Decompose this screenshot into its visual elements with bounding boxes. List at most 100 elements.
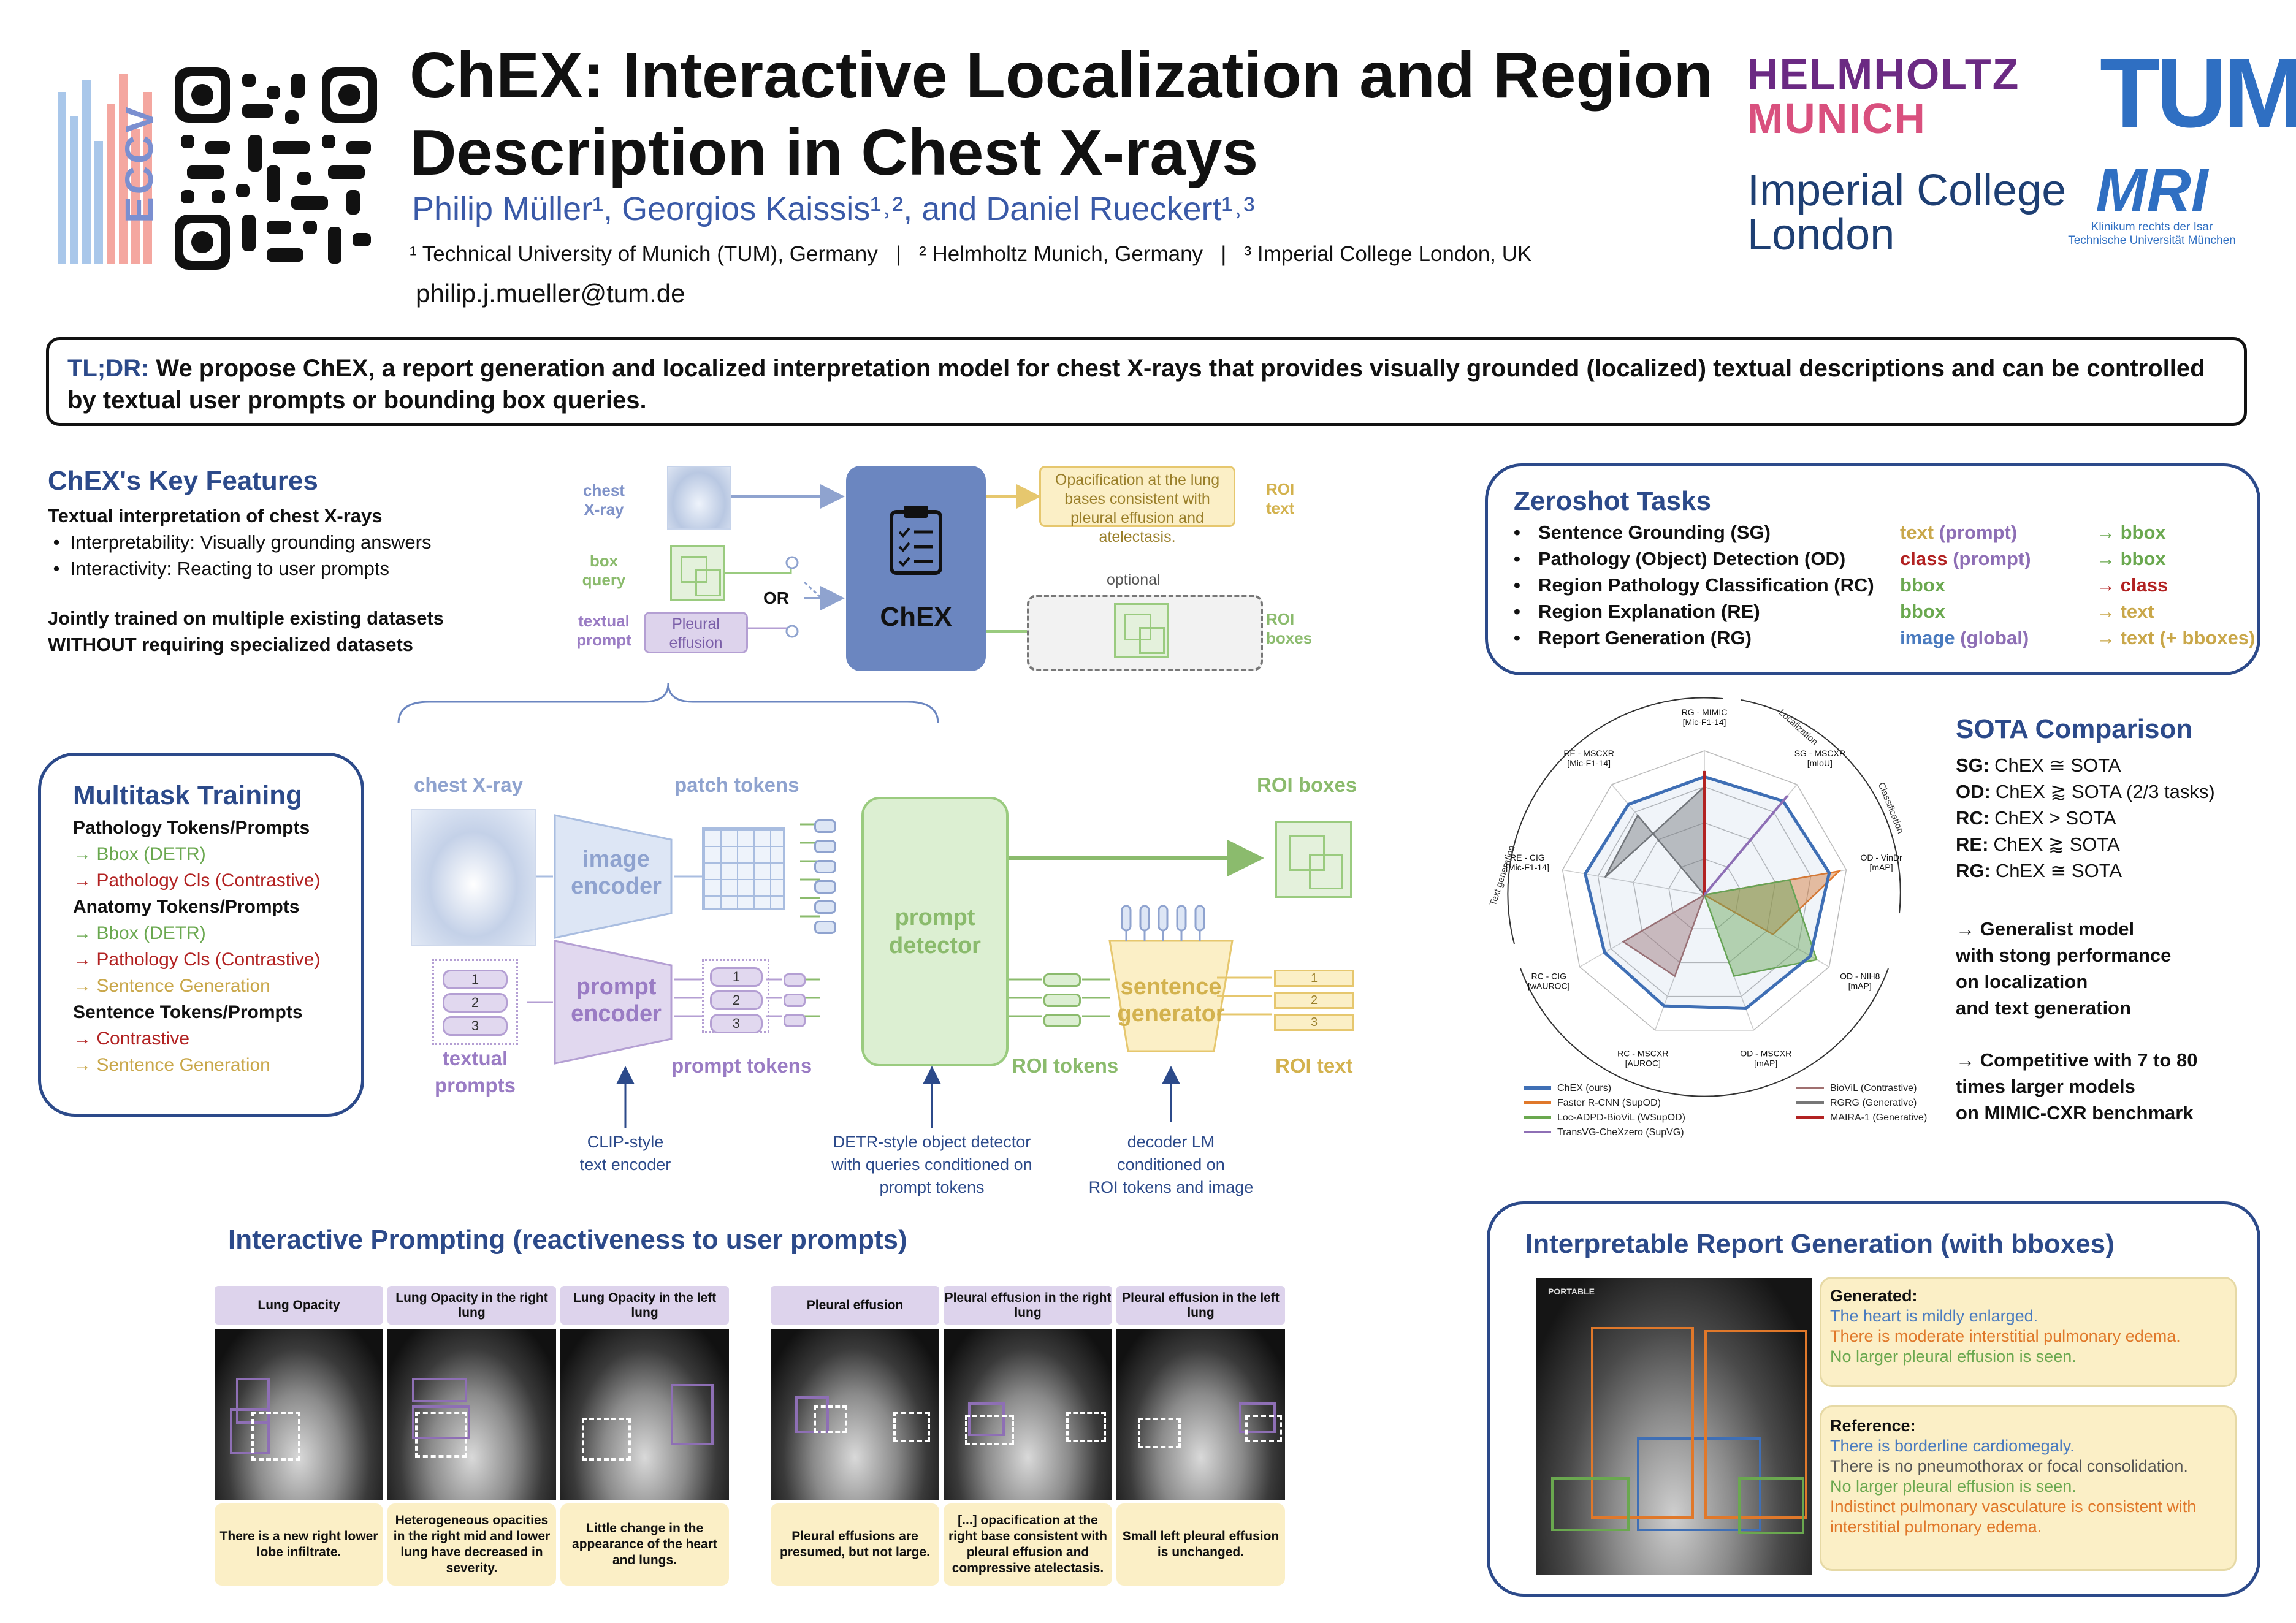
- bbox-edema-left: [1704, 1330, 1807, 1519]
- overview-optional-label: optional: [1107, 571, 1161, 588]
- key-features: ChEX's Key Features Textual interpretati…: [48, 466, 551, 658]
- prompt-caption: Little change in the appearance of the h…: [560, 1503, 729, 1586]
- overview-roi-text-label: ROI text: [1266, 480, 1295, 517]
- sota-generalist-2: with stong performance: [1956, 945, 2172, 966]
- zeroshot-bullet: •: [1514, 627, 1520, 648]
- sota-row-value: ChEX ⪆ SOTA: [1993, 834, 2120, 855]
- title-line-1: ChEX: Interactive Localization and Regio…: [410, 39, 1714, 112]
- multitask-group-title: Anatomy Tokens/Prompts: [73, 897, 300, 917]
- radar-legend-label: Faster R-CNN (SupOD): [1557, 1098, 1661, 1108]
- predicted-bbox: [1239, 1402, 1276, 1433]
- clipboard-icon: [890, 506, 942, 575]
- textual-prompt-item: 2: [443, 993, 508, 1013]
- reference-line: No larger pleural effusion is seen.: [1830, 1477, 2077, 1496]
- tldr-text: We propose ChEX, a report generation and…: [67, 355, 2205, 414]
- prompt-xray-image: [944, 1329, 1112, 1500]
- sota-row-key: RG:: [1956, 860, 1991, 881]
- title-line-2: Description in Chest X-rays: [410, 116, 1259, 189]
- feature-bullet-text: Interpretability: Visually grounding ans…: [70, 531, 432, 553]
- multitask-objective: → Sentence Generation: [73, 976, 270, 996]
- radar-group-label: Localization: [1777, 707, 1820, 748]
- arch-note-detr: DETR-style object detector with queries …: [831, 1133, 1032, 1196]
- zeroshot-output: → text (+ bboxes): [2096, 627, 2256, 648]
- zeroshot-row: •Pathology (Object) Detection (OD)class …: [1514, 548, 2257, 574]
- zeroshot-input-kind: image: [1900, 627, 1955, 648]
- sota-competitive-2: times larger models: [1956, 1076, 2135, 1097]
- zeroshot-bullet: •: [1514, 574, 1520, 596]
- overview-box-query-label: box query: [582, 552, 626, 589]
- prompt-tag[interactable]: Lung Opacity in the left lung: [560, 1286, 729, 1325]
- sota-competitive: → Competitive with 7 to 80 times larger …: [1956, 1047, 2250, 1126]
- mri-logo: MRI Klinikum rechts der Isar Technische …: [2060, 159, 2244, 248]
- zeroshot-output: → bbox: [2096, 548, 2166, 569]
- report-xray-image: PORTABLE: [1536, 1278, 1812, 1575]
- reference-line: There is no pneumothorax or focal consol…: [1830, 1457, 2188, 1475]
- radar-group-label: Classification: [1876, 781, 1906, 835]
- generated-line: The heart is mildly enlarged.: [1830, 1307, 2039, 1325]
- multitask-heading: Multitask Training: [73, 780, 303, 810]
- prompt-xray-image: [560, 1329, 729, 1500]
- radar-axis-label: OD - VinDr[mAP]: [1860, 853, 1902, 872]
- sota-heading: SOTA Comparison: [1956, 714, 2193, 744]
- zeroshot-row: •Region Pathology Classification (RC)bbo…: [1514, 574, 2257, 601]
- sota-generalist-1: → Generalist model: [1956, 918, 2135, 940]
- prompt-token-item: 3: [710, 1014, 763, 1033]
- multitask-objective: → Pathology Cls (Contrastive): [73, 870, 321, 891]
- overview-output-text: Opacification at the lung bases consiste…: [1039, 466, 1235, 545]
- reference-bbox: [893, 1412, 930, 1442]
- reference-title: Reference:: [1830, 1416, 1916, 1435]
- interactive-heading: Interactive Prompting (reactiveness to u…: [228, 1225, 907, 1255]
- sota-row-value: ChEX ≅ SOTA: [1994, 754, 2121, 776]
- prompt-xray-image: [1116, 1329, 1285, 1500]
- zeroshot-bullet: •: [1514, 548, 1520, 569]
- textual-prompt-item: 3: [443, 1016, 508, 1036]
- arch-image-encoder-label: image encoder: [571, 846, 662, 899]
- arch-roi-text-label: ROI text: [1275, 1054, 1353, 1077]
- prompt-tag[interactable]: Lung Opacity in the right lung: [387, 1286, 556, 1325]
- generated-title: Generated:: [1830, 1287, 1918, 1305]
- zeroshot-row: •Report Generation (RG)image (global)→ t…: [1514, 627, 2257, 653]
- prompt-tag[interactable]: Pleural effusion: [771, 1286, 939, 1325]
- sota-row-key: SG:: [1956, 754, 1990, 776]
- qr-code[interactable]: [175, 67, 377, 270]
- helmholtz-line-2: MUNICH: [1747, 94, 1926, 142]
- arch-roi-tokens-label: ROI tokens: [1012, 1054, 1119, 1077]
- multitask-group-title: Sentence Tokens/Prompts: [73, 1002, 303, 1022]
- overview-chest-xray-image: [667, 466, 731, 530]
- radar-group-arc: [1520, 968, 1889, 1097]
- radar-grid-ring: [1633, 822, 1776, 964]
- radar-group-arc: [1507, 697, 1723, 945]
- zeroshot-task: Report Generation (RG): [1538, 627, 1752, 648]
- arch-prompt-encoder-label: prompt encoder: [571, 974, 662, 1027]
- report-panel: Interpretable Report Generation (with bb…: [1487, 1201, 2260, 1597]
- sota-row: RG:ChEX ≅ SOTA: [1956, 857, 2250, 884]
- joint-training-2: WITHOUT requiring specialized datasets: [48, 634, 414, 655]
- zeroshot-bullet: •: [1514, 522, 1520, 543]
- sota-row-value: ChEX ⪆ SOTA (2/3 tasks): [1995, 781, 2215, 802]
- zeroshot-input-extra: (prompt): [1934, 522, 2018, 543]
- radar-legend-label: RGRG (Generative): [1830, 1098, 1917, 1108]
- bbox-effusion-right: [1551, 1477, 1630, 1531]
- architecture-arrows: [527, 814, 1272, 1128]
- mri-sub-1: Klinikum rechts der Isar: [2091, 221, 2213, 234]
- overview-bracket: [397, 683, 939, 724]
- arch-roi-boxes-label: ROI boxes: [1257, 773, 1357, 796]
- prompt-tag[interactable]: Lung Opacity: [215, 1286, 383, 1325]
- prompt-tag[interactable]: Pleural effusion in the left lung: [1116, 1286, 1285, 1325]
- sota-row: OD:ChEX ⪆ SOTA (2/3 tasks): [1956, 778, 2250, 805]
- reference-bbox: [1138, 1418, 1181, 1448]
- sota-generalist-4: and text generation: [1956, 997, 2131, 1019]
- reference-bbox: [251, 1412, 300, 1461]
- radar-legend-label: BioViL (Contrastive): [1830, 1083, 1917, 1093]
- prompt-tag[interactable]: Pleural effusion in the right lung: [944, 1286, 1112, 1325]
- feature-bullet: • Interactivity: Reacting to user prompt…: [48, 558, 390, 579]
- predicted-bbox: [412, 1405, 470, 1439]
- prompt-caption: Small left pleural effusion is unchanged…: [1116, 1503, 1285, 1586]
- predicted-bbox: [671, 1384, 714, 1445]
- radar-grid-ring: [1562, 750, 1847, 1031]
